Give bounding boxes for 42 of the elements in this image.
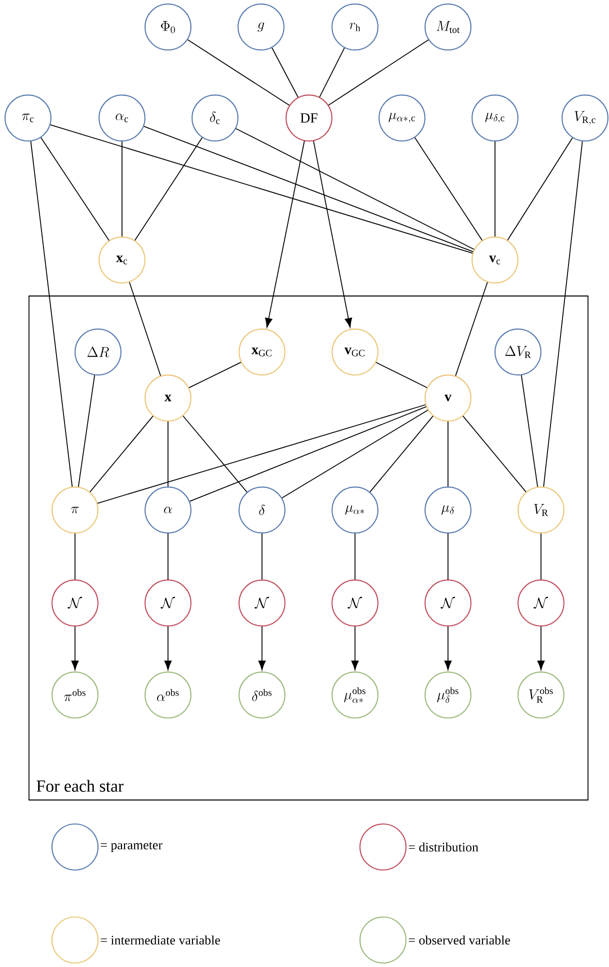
connector-line — [30, 140, 73, 488]
connector-line — [376, 362, 428, 388]
connector-line — [462, 416, 526, 492]
arrow — [351, 626, 359, 670]
connector-line — [520, 374, 538, 488]
arrow — [313, 140, 352, 328]
connector-line — [494, 141, 496, 237]
connector-line — [74, 533, 76, 580]
connector-line — [189, 406, 427, 502]
arrow — [71, 626, 79, 670]
connector-line — [97, 404, 426, 504]
connector-line — [455, 282, 488, 376]
arrow — [537, 626, 545, 670]
connector-line — [187, 39, 290, 106]
legend-label: = parameter — [100, 842, 162, 852]
connector-line — [50, 124, 473, 254]
connector-line — [540, 533, 542, 580]
connector-line — [40, 137, 110, 241]
connector-line — [188, 362, 242, 388]
connector-line — [414, 137, 483, 241]
arrow — [164, 626, 172, 670]
arrow — [265, 140, 305, 328]
connector-line — [182, 416, 248, 492]
connector-line — [507, 137, 573, 241]
connector-line — [328, 39, 429, 106]
connector-line — [128, 282, 162, 376]
connector-line — [90, 416, 154, 492]
legend-label: = distribution — [408, 842, 478, 852]
connector-line — [272, 47, 298, 98]
arrow — [444, 626, 452, 670]
connector-line — [354, 533, 356, 580]
connector-line — [235, 128, 475, 250]
legend-label: = intermediate variable — [100, 935, 220, 945]
connector-line — [319, 48, 345, 98]
legend-label: = observed variable — [408, 935, 510, 945]
connector-line — [78, 374, 96, 488]
connector-line — [143, 126, 474, 252]
connector-line — [370, 416, 434, 492]
connector-line — [543, 140, 583, 488]
connector-line — [282, 410, 428, 498]
connector-line — [134, 137, 203, 241]
arrow — [258, 626, 266, 670]
